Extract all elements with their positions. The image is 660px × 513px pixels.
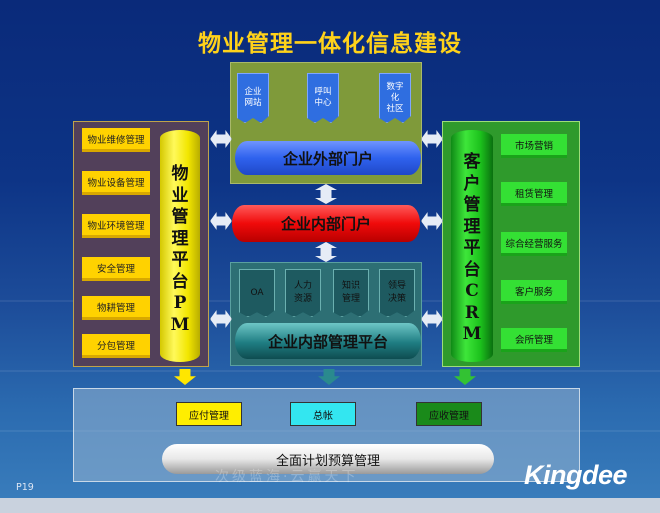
kingdee-logo: Kingdee <box>524 460 628 490</box>
internal-item-line: 决策 <box>387 294 406 304</box>
internal-item-decision: 领导 决策 <box>379 269 415 317</box>
internal-item-knowledge: 知识 管理 <box>333 269 369 317</box>
internal-portal-cylinder: 企业内部门户 <box>232 205 420 242</box>
external-item-digital-community: 数字 化 社区 <box>379 73 411 123</box>
crm-platform-char: 理 <box>463 216 481 237</box>
internal-item-oa: OA <box>239 269 275 317</box>
crm-platform-char: 台 <box>463 259 481 280</box>
crm-platform-char: 户 <box>463 173 481 194</box>
crm-platform-char: M <box>462 324 482 344</box>
crm-platform-char: 客 <box>463 152 481 172</box>
slide-title: 物业管理一体化信息建设 <box>198 30 462 57</box>
crm-platform-char: R <box>464 302 480 323</box>
pm-item-subcontract: 分包管理 <box>82 334 150 358</box>
pm-panel: 物业维修管理 物业设备管理 物业环境管理 安全管理 物耕管理 分包管理 物 业 … <box>73 121 209 367</box>
vertical-double-arrow-icon <box>315 242 337 262</box>
internal-item-line: 领导 <box>387 281 406 291</box>
pm-item-safety: 安全管理 <box>82 257 150 281</box>
external-portal-cylinder: 企业外部门户 <box>235 141 421 175</box>
external-item-line: 数字 <box>386 81 404 92</box>
pm-platform-char: 理 <box>171 228 189 249</box>
double-arrow-icon <box>210 310 232 328</box>
pm-platform-char: 管 <box>171 207 189 227</box>
pm-item-materials: 物耕管理 <box>82 296 150 320</box>
pm-item-environment: 物业环境管理 <box>82 214 150 238</box>
pm-item-maintenance: 物业维修管理 <box>82 128 150 152</box>
internal-item-line: 管理 <box>341 294 360 304</box>
double-arrow-icon <box>210 130 232 148</box>
receivable-management-box: 应收管理 <box>416 402 482 426</box>
pm-item-equipment: 物业设备管理 <box>82 171 150 195</box>
external-item-line: 网站 <box>244 98 262 108</box>
crm-item-marketing: 市场营销 <box>501 134 567 158</box>
double-arrow-icon <box>421 310 443 328</box>
vertical-double-arrow-icon <box>315 184 337 204</box>
general-ledger-box: 总帐 <box>290 402 356 426</box>
internal-panel: OA 人力 资源 知识 管理 领导 决策 企业内部管理平台 <box>230 262 422 366</box>
internal-item-line: 人力 <box>293 281 312 291</box>
internal-item-line: 知识 <box>341 281 360 291</box>
crm-platform-char: C <box>465 281 479 301</box>
crm-panel: 客 户 管 理 平 台 C R M 市场营销 租赁管理 综合经营服务 客户服务 … <box>442 121 580 367</box>
external-item-line: 社区 <box>386 103 404 114</box>
double-arrow-icon <box>421 212 443 230</box>
external-item-website: 企业 网站 <box>237 73 269 123</box>
external-panel: 企业 网站 呼叫 中心 数字 化 社区 企业外部门户 <box>230 62 422 184</box>
crm-item-customer-service: 客户服务 <box>501 280 567 304</box>
slogan-watermark: 次级蓝海·云赢天下 <box>215 469 359 485</box>
internal-item-line: OA <box>250 287 264 298</box>
pm-platform-char: M <box>170 314 190 335</box>
budget-management-cylinder: 全面计划预算管理 <box>162 444 494 474</box>
footer-bar <box>0 498 660 513</box>
external-item-line: 企业 <box>244 87 262 97</box>
external-item-line: 中心 <box>314 98 332 108</box>
crm-platform-char: 管 <box>463 195 481 215</box>
crm-item-operations: 综合经营服务 <box>501 232 567 256</box>
double-arrow-icon <box>210 212 232 230</box>
crm-platform-char: 平 <box>463 238 481 258</box>
pm-platform-cylinder: 物 业 管 理 平 台 P M <box>160 130 200 362</box>
pm-platform-char: 业 <box>171 185 189 206</box>
crm-item-leasing: 租赁管理 <box>501 182 567 206</box>
pm-platform-char: P <box>173 293 187 313</box>
double-arrow-icon <box>421 130 443 148</box>
crm-platform-cylinder: 客 户 管 理 平 台 C R M <box>451 130 493 362</box>
page-number: P19 <box>16 482 34 493</box>
payable-management-box: 应付管理 <box>176 402 242 426</box>
pm-platform-char: 台 <box>171 271 189 292</box>
crm-item-club: 会所管理 <box>501 328 567 352</box>
internal-item-hr: 人力 资源 <box>285 269 321 317</box>
external-item-line: 化 <box>390 92 400 103</box>
finance-panel: 应付管理 总帐 应收管理 全面计划预算管理 <box>73 388 580 482</box>
pm-platform-char: 平 <box>171 250 189 270</box>
internal-platform-cylinder: 企业内部管理平台 <box>235 323 421 359</box>
external-item-line: 呼叫 <box>314 87 332 97</box>
pm-platform-char: 物 <box>171 164 189 184</box>
internal-item-line: 资源 <box>293 294 312 304</box>
external-item-callcenter: 呼叫 中心 <box>307 73 339 123</box>
